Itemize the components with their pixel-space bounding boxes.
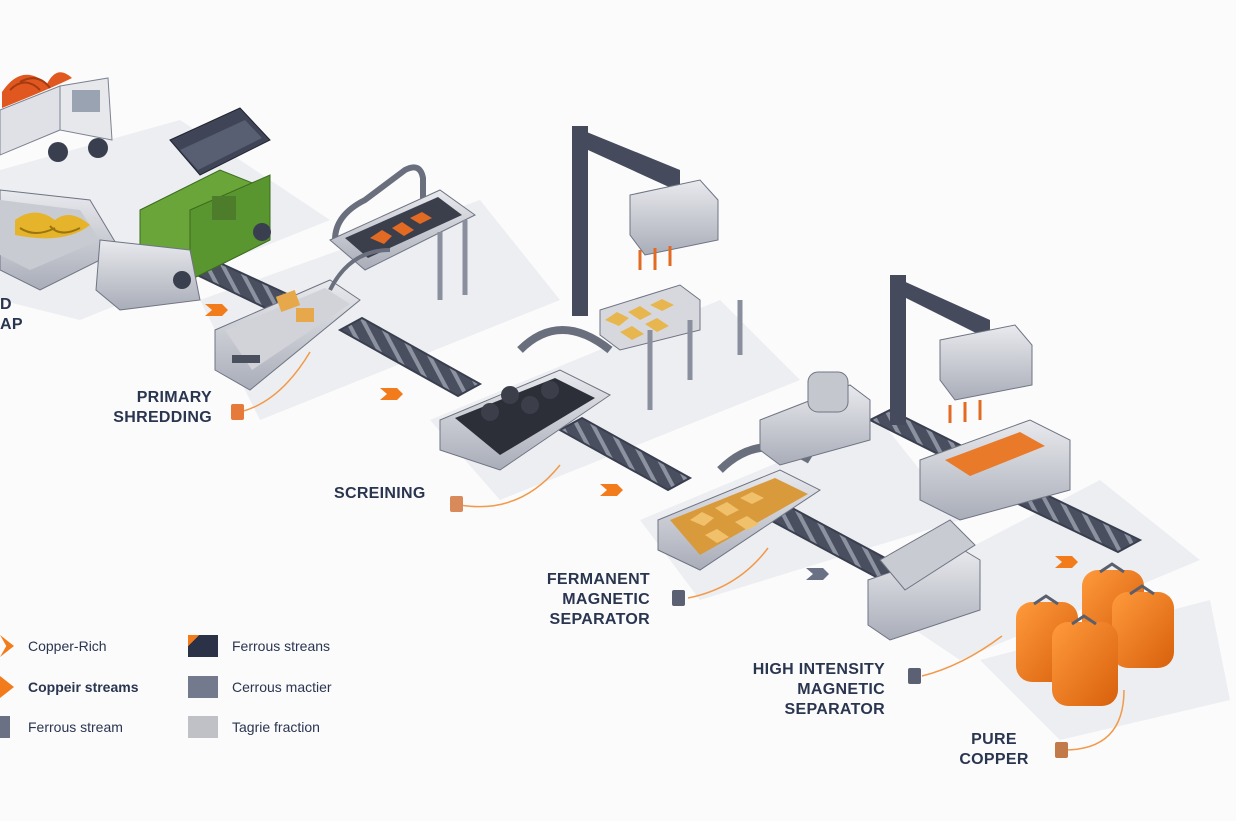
label-screening: SCREINING (334, 485, 426, 502)
copper-arrow-icon (0, 676, 14, 698)
high-intensity-magnetic-separator (867, 275, 1071, 641)
leader-lines (239, 351, 1125, 751)
label-high-intensity-magnetic-separator: HIGH INTENSITY MAGNETIC SEPARATOR (752, 661, 885, 718)
stage-markers (231, 404, 1068, 758)
ferrous-swatch-icon (188, 635, 218, 657)
conveyor-2 (337, 316, 483, 398)
label-primary-shredding: PRIMARY SHREDDING (113, 389, 212, 426)
legend-item-ferrous-matter: Cerrous mactier (188, 676, 332, 698)
copper-bags (1016, 562, 1174, 706)
legend-label: Coppeir streams (28, 679, 139, 695)
flow-arrows (205, 304, 1078, 580)
legend-item-copper-rich: Copper-Rich (0, 635, 107, 657)
copper-arrow-icon (0, 635, 14, 657)
legend-item-tagle-fraction: Tagrie fraction (188, 716, 320, 738)
label-pure-copper: PURE COPPER (959, 731, 1029, 768)
label-incoming-scrap-partial-1: D (0, 296, 12, 313)
grey-swatch-icon (188, 676, 218, 698)
label-incoming-scrap-partial-2: AP (0, 316, 23, 333)
legend-label: Copper-Rich (28, 638, 107, 654)
legend-label: Ferrous stream (28, 719, 123, 735)
light-grey-swatch-icon (188, 716, 218, 738)
permanent-magnetic-separator (439, 126, 743, 471)
scrap-truck (0, 72, 113, 162)
label-permanent-magnetic-separator: FERMANENT MAGNETIC SEPARATOR (546, 571, 650, 628)
screening-unit (214, 164, 476, 391)
fines-tray (657, 371, 871, 571)
legend-label: Ferrous streans (232, 638, 331, 654)
primary-shredder (95, 107, 271, 311)
conveyor-3 (557, 416, 693, 492)
legend-item-copper-streams: Coppeir streams (0, 676, 138, 698)
legend-label: Cerrous mactier (232, 679, 332, 695)
legend-label: Tagrie fraction (232, 719, 320, 735)
legend-item-ferrous-streams: Ferrous streans (188, 635, 330, 657)
ferrous-block-icon (0, 716, 10, 738)
scrap-feed-bin (0, 189, 121, 291)
legend-item-ferrous-stream: Ferrous stream (0, 716, 123, 738)
